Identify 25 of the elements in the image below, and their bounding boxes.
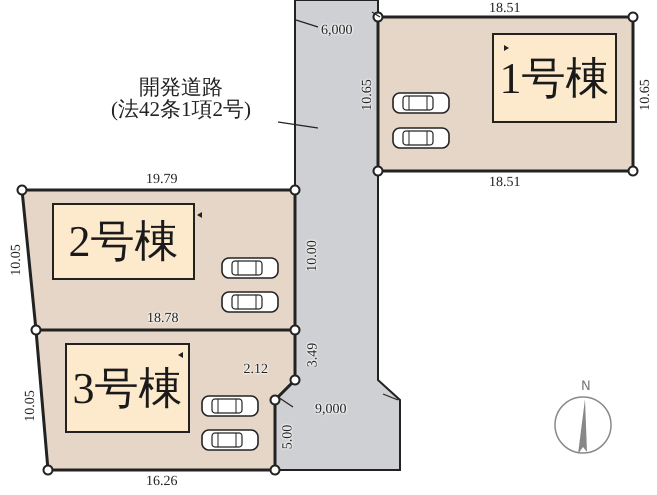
dimension-label: 3.49 (306, 342, 320, 368)
dimension-label: 10.05 (24, 390, 38, 422)
dimension-label: 6,000 (321, 24, 352, 38)
dimension-label: 18.51 (489, 176, 520, 190)
building-name: 1号棟 (500, 52, 610, 104)
building-footprint (52, 203, 195, 280)
dimension-label: 18.78 (147, 312, 178, 326)
building-footprint (65, 343, 190, 433)
dimension-label: 19.79 (146, 173, 178, 187)
leader-line (278, 121, 318, 129)
dimension-label: 5.00 (280, 424, 295, 450)
dimension-label: 9,000 (315, 403, 346, 417)
road-name: (法42条1項2号) (110, 98, 252, 120)
dimension-label: 10.65 (360, 79, 375, 111)
building-name: 2号棟 (68, 216, 178, 268)
road-name: 開発道路 (139, 76, 224, 98)
north-label: N (581, 380, 591, 392)
dimension-label: 2.12 (244, 363, 268, 377)
dimension-label: 10.05 (10, 244, 24, 276)
dimension-label: 10.65 (638, 79, 653, 111)
building-name: 3号棟 (72, 362, 182, 414)
dimension-label: 16.26 (146, 475, 178, 489)
building-footprint (492, 33, 617, 123)
dimension-label: 10.00 (306, 240, 320, 272)
dimension-label: 18.51 (489, 2, 520, 16)
